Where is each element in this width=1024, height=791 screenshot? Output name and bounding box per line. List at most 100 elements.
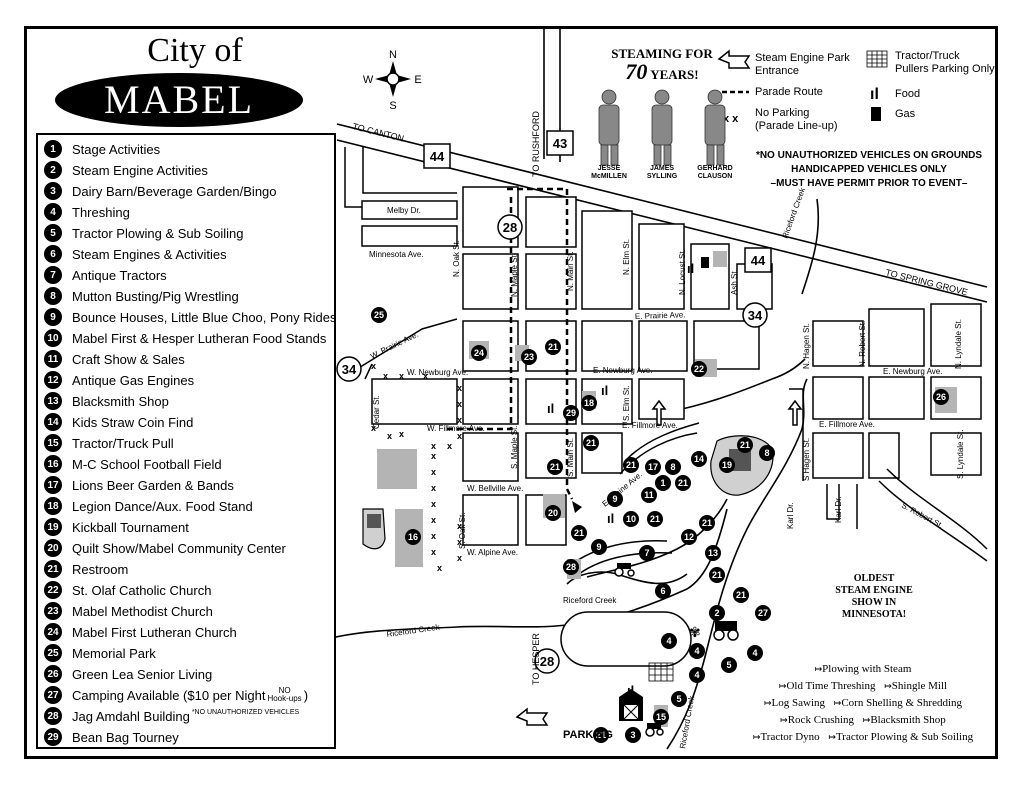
key-steam-park: Steam Engine Park Entrance (755, 52, 850, 77)
label-alpine-east: E. Alpine Ave. (601, 470, 645, 509)
label-melby: Melby Dr. (387, 206, 421, 215)
activities-list: Plowing with Steam Old Time Threshing Sh… (733, 661, 993, 746)
marker-9a: 9 (607, 491, 623, 507)
person-2-last: SYLLING (646, 173, 678, 180)
svg-text:16: 16 (408, 532, 418, 542)
park-entrance-arrow-east-icon (787, 399, 803, 426)
svg-text:29: 29 (566, 408, 576, 418)
shield-28-north: 28 (503, 220, 517, 235)
food-icon: ıl (870, 86, 879, 103)
key-no-parking: No Parking (Parade Line-up) (755, 107, 838, 133)
svg-text:24: 24 (474, 348, 484, 358)
marker-3: 3 (625, 727, 641, 743)
label-locust-north: N. Locust St. (678, 249, 687, 295)
marker-5b: 5 (671, 691, 687, 707)
legend-item-28[interactable]: 28 Jag Amdahl Building *NO UNAUTHORIZED … (44, 706, 299, 726)
legend-label: Kickball Tournament (72, 519, 189, 535)
legend-label: Jag Amdahl Building (72, 708, 190, 724)
marker-1: 1 (655, 475, 671, 491)
gas-icon (871, 107, 881, 121)
label-karl-2: Karl Dr. (834, 496, 843, 523)
activity-item: Rock Crushing (780, 712, 854, 729)
legend-label: Green Lea Senior Living (72, 666, 213, 682)
food-icon-c: ıl (601, 383, 608, 398)
legend-number: 20 (44, 539, 62, 557)
svg-text:3: 3 (630, 730, 635, 740)
activity-item: Corn Shelling & Shredding (834, 695, 962, 712)
svg-text:15: 15 (656, 712, 666, 722)
steaming-years-word: YEARS! (650, 67, 699, 82)
marker-4b: 4 (689, 643, 705, 659)
svg-text:4: 4 (666, 636, 671, 646)
svg-text:9: 9 (612, 494, 617, 504)
svg-text:21: 21 (574, 528, 584, 538)
marker-2: 2 (709, 605, 725, 621)
marker-27: 27 (755, 605, 771, 621)
label-oak-north: N. Oak St. (452, 240, 461, 277)
steam-park-arrow-icon (717, 49, 751, 69)
compass-rose: N S E W (363, 49, 422, 112)
person-3-last: CLAUSON (697, 173, 733, 180)
svg-text:x: x (431, 483, 436, 493)
steam-men-photo (598, 89, 726, 166)
legend-number: 25 (44, 644, 62, 662)
svg-text:x: x (457, 553, 462, 563)
riceford-creek-north (801, 198, 820, 295)
svg-text:x: x (387, 431, 392, 441)
svg-text:x: x (457, 383, 462, 393)
legend-label: St. Olaf Catholic Church (72, 582, 212, 598)
legend-label: Bounce Houses, Little Blue Choo, Pony Ri… (72, 309, 337, 325)
svg-text:x: x (423, 371, 428, 381)
legend-number: 15 (44, 434, 62, 452)
svg-text:4: 4 (752, 648, 757, 658)
svg-text:8: 8 (670, 462, 675, 472)
parade-route (447, 187, 574, 500)
grid-icon (866, 50, 888, 68)
svg-text:x: x (383, 371, 388, 381)
marker-28: 28 (563, 559, 579, 575)
key-no-parking-sub: (Parade Line-up) (755, 120, 838, 132)
label-oak-south: S. Oak St. (458, 513, 467, 549)
notice-line-1: *NO UNAUTHORIZED VEHICLES ON GROUNDS (755, 150, 983, 161)
svg-text:28: 28 (566, 562, 576, 572)
person-2-name: JAMES SYLLING (640, 165, 684, 181)
label-fillmore-east-2: E. Fillmore Ave. (819, 420, 875, 429)
legend-label: Stage Activities (72, 141, 161, 157)
barn-icon (619, 689, 643, 721)
legend-number: 27 (44, 686, 62, 704)
label-lyndale-north: N. Lyndale St. (954, 319, 963, 369)
vehicle-notice: *NO UNAUTHORIZED VEHICLES ON GROUNDS HAN… (739, 149, 995, 191)
site-markers[interactable]: 1 2 3 4 4 4 4 5 5 6 7 8 8 9 9 10 11 12 1… (371, 307, 949, 743)
compass-n: N (389, 49, 397, 61)
svg-text:x: x (431, 467, 436, 477)
